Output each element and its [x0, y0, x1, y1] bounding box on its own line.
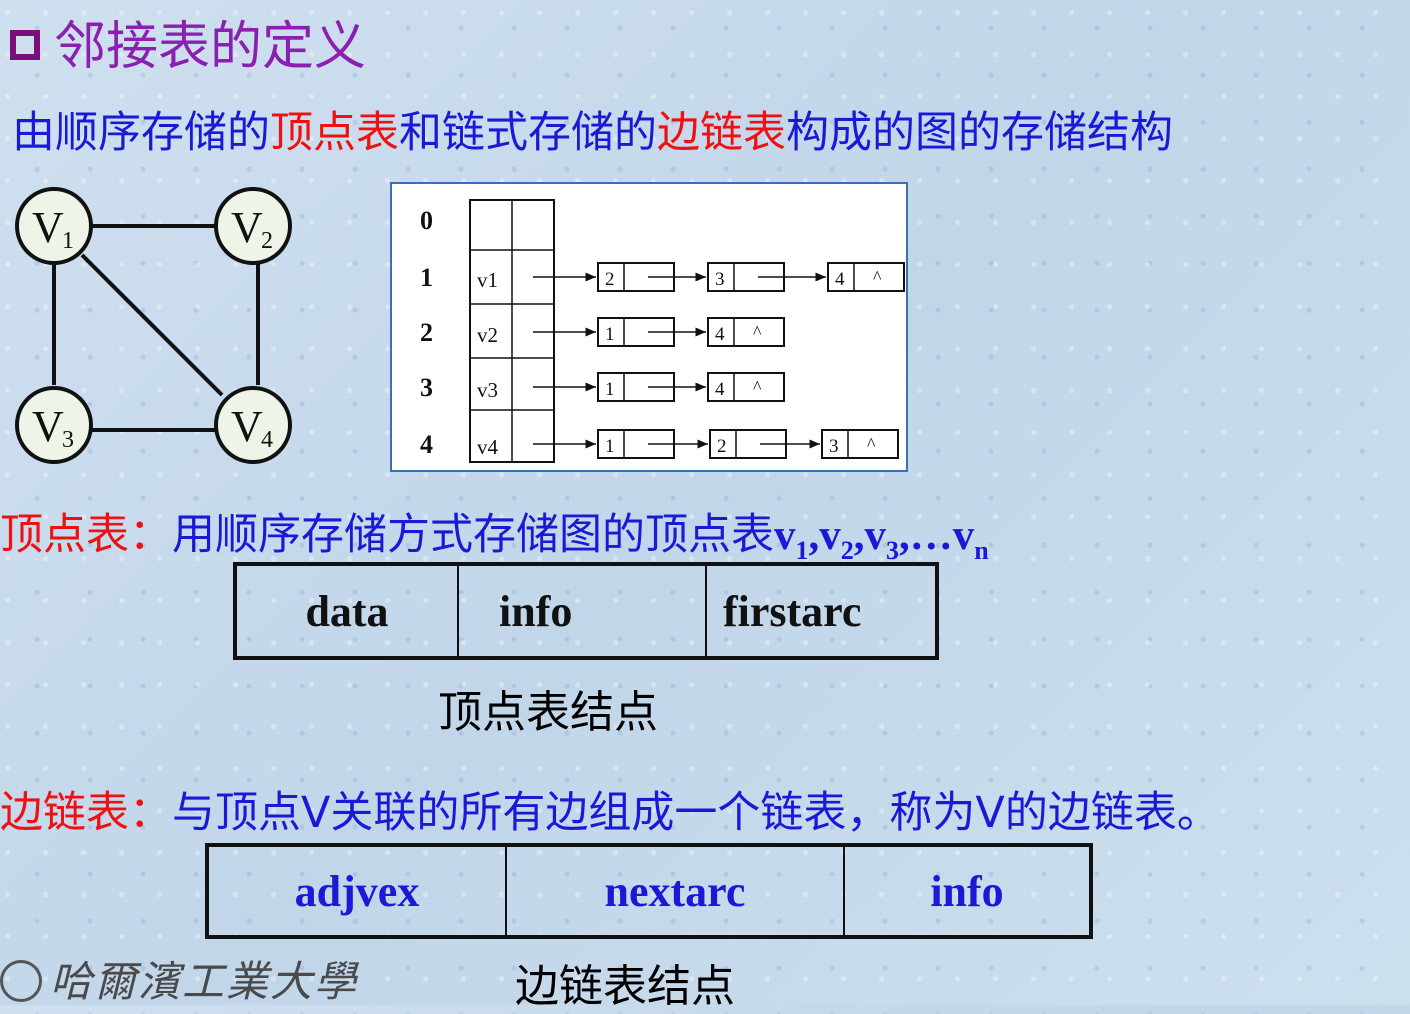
vertex-node-table: data info firstarc: [233, 562, 939, 660]
vertex-node-caption: 顶点表结点: [438, 687, 658, 738]
index-label: 4: [420, 430, 433, 459]
field-edge-info: info: [843, 844, 1092, 938]
edge-node: [707, 372, 785, 402]
null-pointer: ^: [867, 434, 876, 454]
edge-node-caption: 边链表结点: [515, 961, 735, 1012]
null-pointer: ^: [873, 267, 882, 287]
vertex-table-label: 顶点表：: [0, 510, 172, 560]
edge-node: [827, 262, 905, 292]
graph-node: V 1: [15, 187, 93, 265]
vertex-name: v2: [477, 323, 498, 347]
svg-text:3: 3: [62, 427, 74, 453]
vertex-name: v3: [477, 378, 498, 402]
adjacency-list-figure: 0 1 2 3 4 v1 v2 v3 v4 2 3 4 ^ 1 4 ^ 1 4 ^ 1 2 3 ^: [390, 182, 908, 472]
index-label: 1: [420, 263, 433, 292]
field-nextarc: nextarc: [505, 844, 845, 938]
edge-node-value: 2: [717, 436, 727, 457]
svg-text:4: 4: [261, 427, 273, 453]
graph-node: V 2: [214, 187, 292, 265]
edge-node-value: 4: [835, 269, 845, 290]
title-text: 邻接表的定义: [54, 17, 367, 77]
vertex-name: v4: [477, 435, 499, 459]
edge-node-table: adjvex nextarc info: [205, 843, 1093, 939]
field-adjvex: adjvex: [206, 844, 507, 938]
vertex-table-definition: 顶点表：用顺序存储方式存储图的顶点表v1,v2,v3,…vn: [0, 500, 989, 566]
svg-text:V: V: [231, 402, 263, 451]
edge-v1-v4: [80, 253, 224, 397]
edge-node-value: 4: [715, 379, 725, 400]
subtitle-part: 由顺序存储的: [12, 108, 270, 158]
subtitle-highlight: 顶点表: [270, 108, 399, 158]
svg-text:V: V: [32, 402, 64, 451]
edge-list-label: 边链表：: [0, 788, 172, 838]
vertex-name: v1: [477, 268, 498, 292]
university-emblem-icon: [0, 960, 42, 1002]
graph-node: V 3: [15, 386, 93, 464]
field-data: data: [234, 563, 459, 659]
vertex-table-desc: 用顺序存储方式存储图的顶点表: [172, 510, 774, 560]
university-logo: 哈爾濱工業大學: [0, 948, 358, 1009]
bullet-square-icon: [10, 30, 40, 60]
field-info: info: [457, 563, 707, 659]
edge-list-definition: 边链表：与顶点V关联的所有边组成一个链表，称为V的边链表。: [0, 778, 1220, 840]
svg-text:V: V: [32, 203, 64, 252]
edge-node: [707, 317, 785, 347]
edge-node-value: 2: [605, 269, 615, 290]
index-label: 2: [420, 318, 433, 347]
edge-node-value: 1: [605, 436, 615, 457]
null-pointer: ^: [753, 322, 762, 342]
subtitle-part: 和链式存储的: [399, 108, 657, 158]
index-label: 0: [420, 206, 433, 235]
graph-figure: V 1 V 2 V 3 V 4: [15, 187, 292, 464]
field-firstarc: firstarc: [705, 563, 938, 659]
graph-node: V 4: [214, 386, 292, 464]
edge-node: [821, 429, 899, 459]
edge-node-value: 3: [715, 269, 725, 290]
definition-line: 由顺序存储的顶点表和链式存储的边链表构成的图的存储结构: [12, 98, 1173, 160]
edge-node-value: 1: [605, 324, 615, 345]
svg-text:1: 1: [62, 228, 74, 254]
university-name: 哈爾濱工業大學: [50, 957, 359, 1006]
vertex-sequence: v1,v2,v3,…vn: [774, 512, 989, 565]
null-pointer: ^: [753, 377, 762, 397]
svg-text:V: V: [231, 203, 263, 252]
page-title: 邻接表的定义: [10, 4, 366, 79]
edge-node-value: 1: [605, 379, 615, 400]
index-label: 3: [420, 373, 433, 402]
edge-node-value: 4: [715, 324, 725, 345]
edge-node-value: 3: [829, 436, 839, 457]
subtitle-highlight: 边链表: [657, 108, 786, 158]
edge-list-desc: 与顶点V关联的所有边组成一个链表，称为V的边链表。: [172, 788, 1220, 838]
subtitle-part: 构成的图的存储结构: [786, 108, 1173, 158]
svg-text:2: 2: [261, 228, 273, 254]
